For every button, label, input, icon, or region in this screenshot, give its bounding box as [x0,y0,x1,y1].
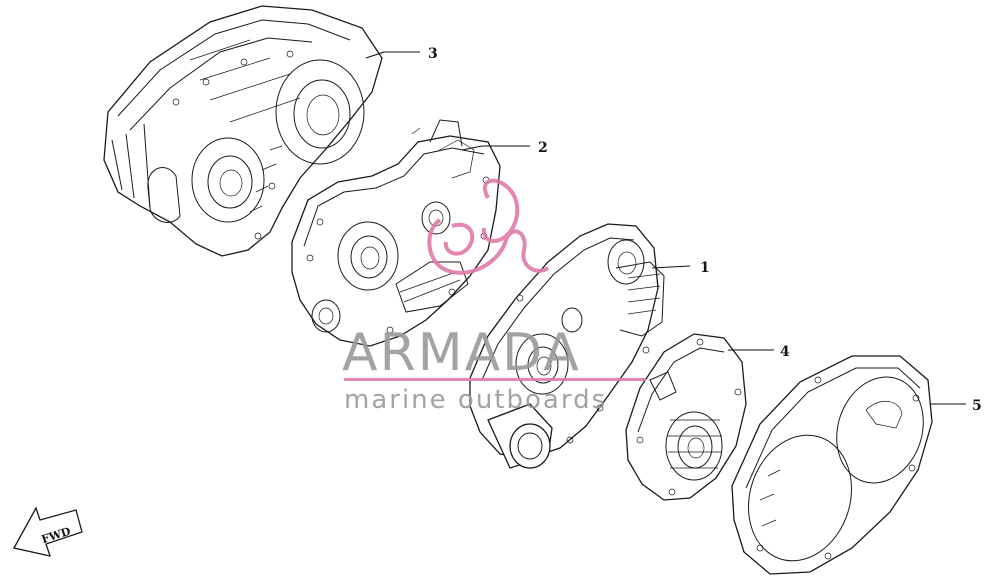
brand-logo-mark [427,178,550,275]
callout-4: 4 [728,344,790,360]
callout-label-4: 4 [780,344,790,360]
callout-label-1: 1 [700,260,710,276]
part-5-cvt-cover [731,355,933,575]
watermark-underline [344,378,646,381]
part-3-cvt-housing [103,5,383,257]
watermark-brand: ARMADA [342,323,581,383]
watermark: ARMADA marine outboards [342,178,646,415]
callout-label-2: 2 [538,140,548,156]
part-4-side-cover [625,333,747,501]
callout-label-5: 5 [972,398,982,414]
callout-5: 5 [930,398,982,414]
callout-2: 2 [461,140,548,156]
callout-label-3: 3 [428,46,438,62]
callout-3: 3 [365,46,438,62]
watermark-tagline: marine outboards [344,385,607,415]
fwd-direction-arrow: FWD [13,506,83,557]
callout-1: 1 [651,260,710,276]
part-2-crankcase-left [291,119,501,347]
part-1-crankcase-right [469,223,665,469]
